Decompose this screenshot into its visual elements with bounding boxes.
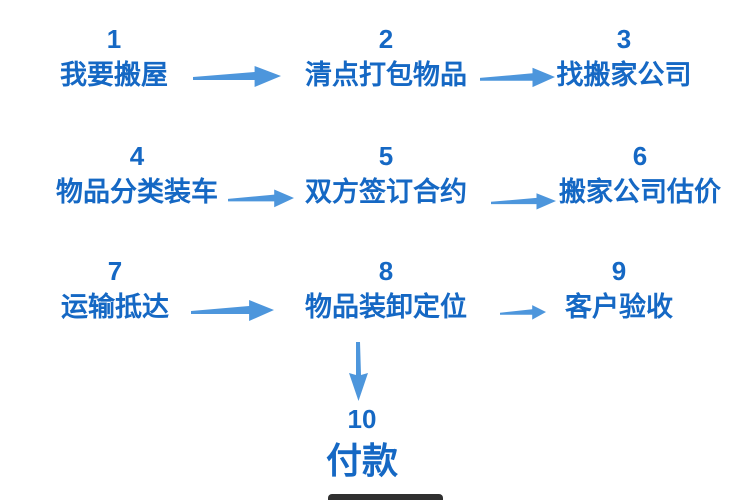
step-number: 8 — [378, 256, 394, 286]
step-label: 付款 — [325, 440, 399, 482]
step-label: 物品装卸定位 — [305, 292, 467, 323]
cutoff-bottom-element — [328, 494, 443, 500]
step-number: 3 — [616, 24, 632, 54]
step-8: 8 物品装卸定位 — [305, 256, 467, 324]
step-label: 清点打包物品 — [305, 60, 467, 91]
arrow-right-icon — [193, 63, 281, 89]
step-number: 10 — [347, 404, 377, 434]
step-3: 3 找搬家公司 — [557, 24, 692, 92]
step-number: 1 — [106, 24, 122, 54]
arrow-right-icon — [191, 297, 274, 323]
step-label: 双方签订合约 — [305, 177, 467, 208]
step-number: 2 — [378, 24, 394, 54]
step-number: 5 — [378, 141, 394, 171]
step-label: 客户验收 — [565, 292, 673, 323]
step-2: 2 清点打包物品 — [305, 24, 467, 92]
arrow-right-icon — [500, 303, 546, 321]
step-10: 10 付款 — [326, 404, 398, 482]
arrow-right-icon — [491, 191, 556, 211]
step-1: 1 我要搬屋 — [60, 24, 168, 92]
step-label: 运输抵达 — [61, 292, 169, 323]
step-number: 9 — [611, 256, 627, 286]
step-label: 我要搬屋 — [60, 60, 168, 91]
step-6: 6 搬家公司估价 — [559, 141, 721, 209]
step-label: 搬家公司估价 — [559, 177, 721, 208]
step-5: 5 双方签订合约 — [305, 141, 467, 209]
arrow-down-icon — [346, 342, 371, 401]
step-label: 物品分类装车 — [56, 177, 218, 208]
step-4: 4 物品分类装车 — [56, 141, 218, 209]
step-9: 9 客户验收 — [565, 256, 673, 324]
step-label: 找搬家公司 — [556, 60, 692, 91]
step-number: 4 — [129, 141, 145, 171]
step-number: 6 — [632, 141, 648, 171]
arrow-right-icon — [228, 187, 294, 209]
step-number: 7 — [107, 256, 123, 286]
arrow-right-icon — [480, 65, 555, 89]
step-7: 7 运输抵达 — [61, 256, 169, 324]
